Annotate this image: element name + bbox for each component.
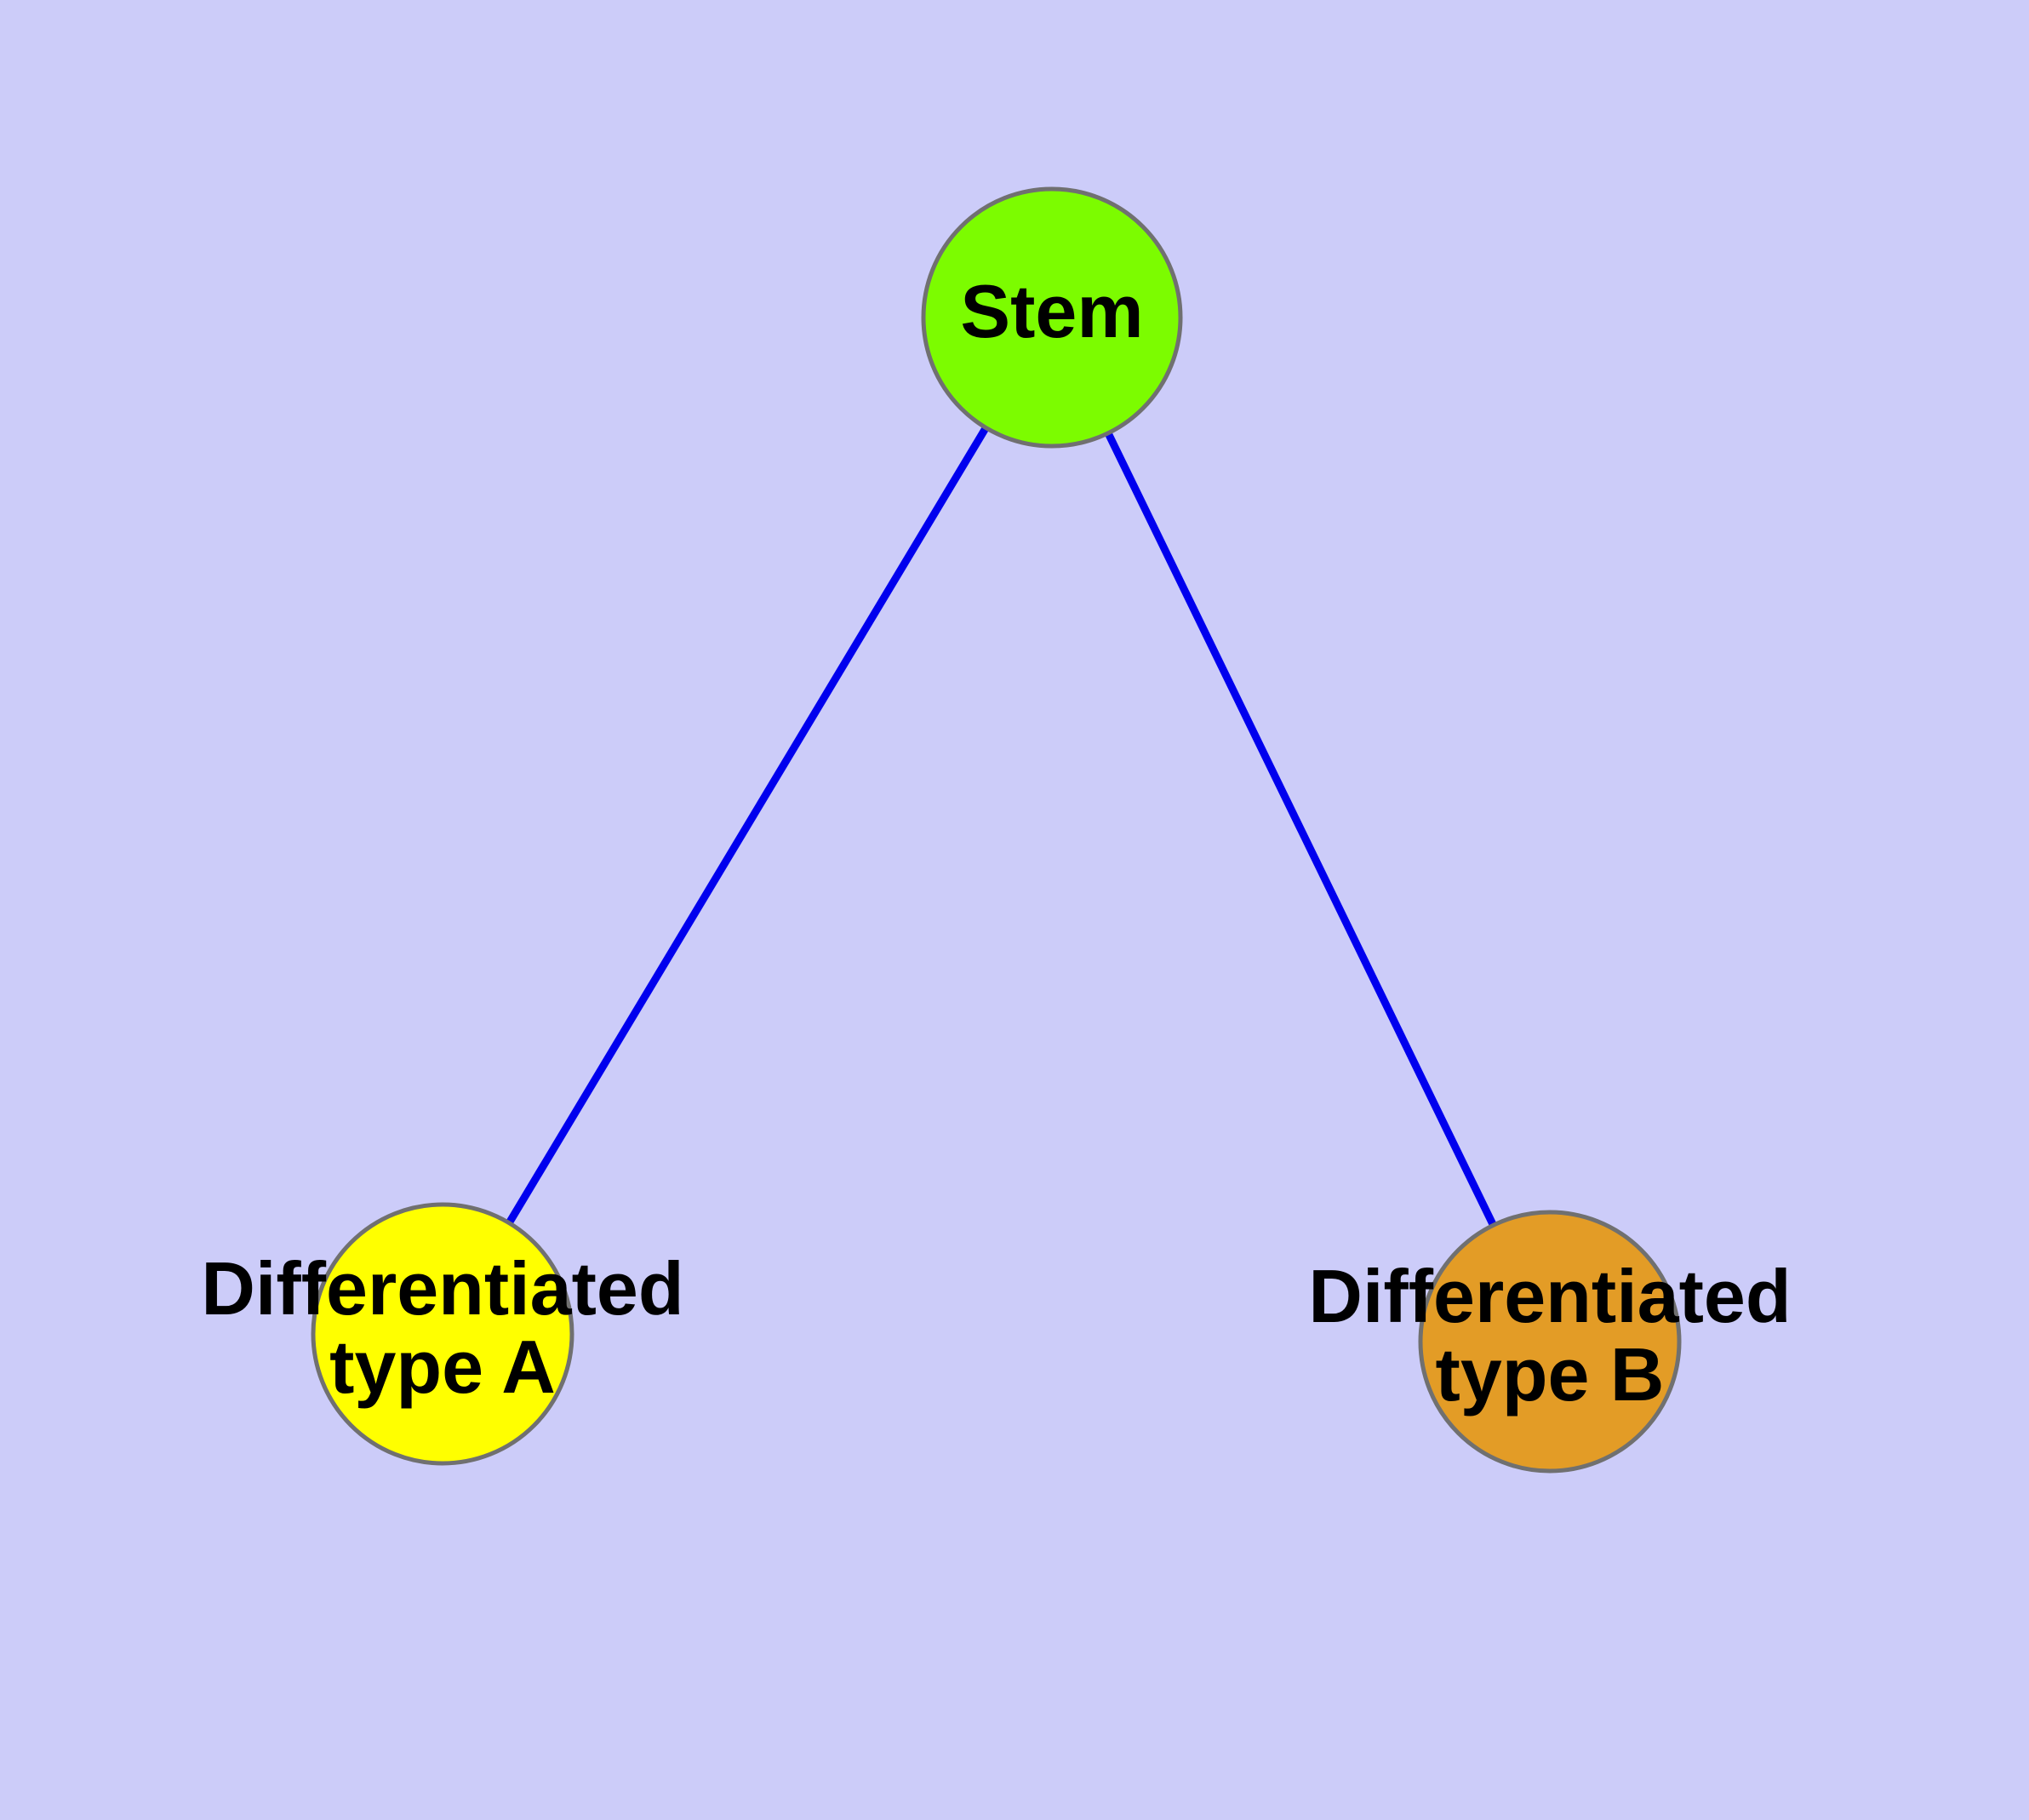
node-circle-stem[interactable] <box>921 186 1183 449</box>
edges-layer <box>439 315 1554 1343</box>
node-label-stem: Stem <box>960 269 1143 353</box>
node-label-line: Stem <box>960 269 1143 353</box>
node-label-line: Differentiated <box>1308 1254 1791 1338</box>
node-label-line: Differentiated <box>201 1246 683 1331</box>
graph-node-stem[interactable]: Stem <box>921 186 1183 449</box>
graph-edge-stem-to-diff-b[interactable] <box>1048 316 1554 1343</box>
graph-edge-stem-to-diff-a[interactable] <box>439 315 1055 1336</box>
node-label-line: type A <box>329 1325 556 1409</box>
node-circle-diff-b[interactable] <box>1418 1210 1682 1474</box>
node-label-line: type B <box>1436 1332 1665 1417</box>
node-circle-diff-a[interactable] <box>311 1202 574 1466</box>
